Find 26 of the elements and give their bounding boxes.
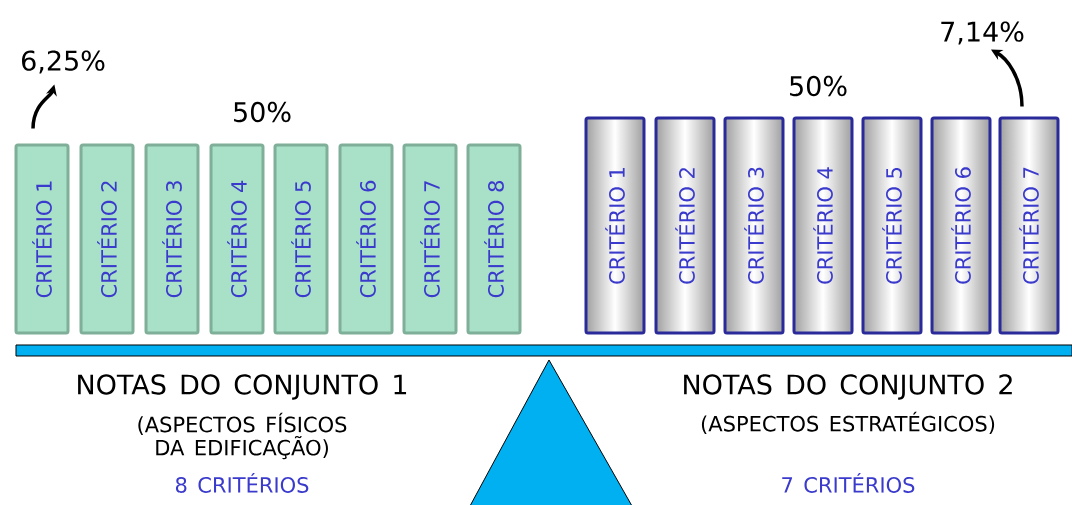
criteria-count: 7 CRITÉRIOS <box>782 473 915 493</box>
criterion-bar: CRITÉRIO 6 <box>338 143 394 335</box>
criterion-bar: CRITÉRIO 1 <box>14 143 70 335</box>
group-title: NOTAS DO CONJUNTO 2 <box>684 374 1012 400</box>
criterion-bar: CRITÉRIO 3 <box>144 143 200 335</box>
criterion-bar: CRITÉRIO 4 <box>209 143 265 335</box>
criterion-bar: CRITÉRIO 2 <box>654 116 716 335</box>
criteria-count: 8 CRITÉRIOS <box>175 473 309 493</box>
criterion-bar: CRITÉRIO 8 <box>466 143 522 335</box>
percentage-label: 6,25% <box>22 50 105 74</box>
percentage-label: 50% <box>790 75 847 97</box>
group-subtitle: (ASPECTOS FÍSICOS DA EDIFICAÇÃO) <box>138 412 347 460</box>
criterion-bar: CRITÉRIO 5 <box>273 143 329 335</box>
criterion-bar: CRITÉRIO 7 <box>998 116 1060 335</box>
group-subtitle: (ASPECTOS ESTRATÉGICOS) <box>701 411 995 435</box>
criterion-bar: CRITÉRIO 7 <box>402 143 458 335</box>
curved-arrow <box>991 49 1024 107</box>
criterion-bar: CRITÉRIO 3 <box>723 116 785 335</box>
percentage-label: 7,14% <box>941 21 1024 45</box>
criterion-bar: CRITÉRIO 1 <box>584 116 646 335</box>
criterion-bar: CRITÉRIO 6 <box>930 116 992 335</box>
group-title: NOTAS DO CONJUNTO 1 <box>78 374 407 400</box>
criterion-bar: CRITÉRIO 2 <box>79 143 135 335</box>
criterion-bar: CRITÉRIO 5 <box>861 116 923 335</box>
criterion-bar: CRITÉRIO 4 <box>792 116 854 335</box>
percentage-label: 50% <box>234 101 291 123</box>
